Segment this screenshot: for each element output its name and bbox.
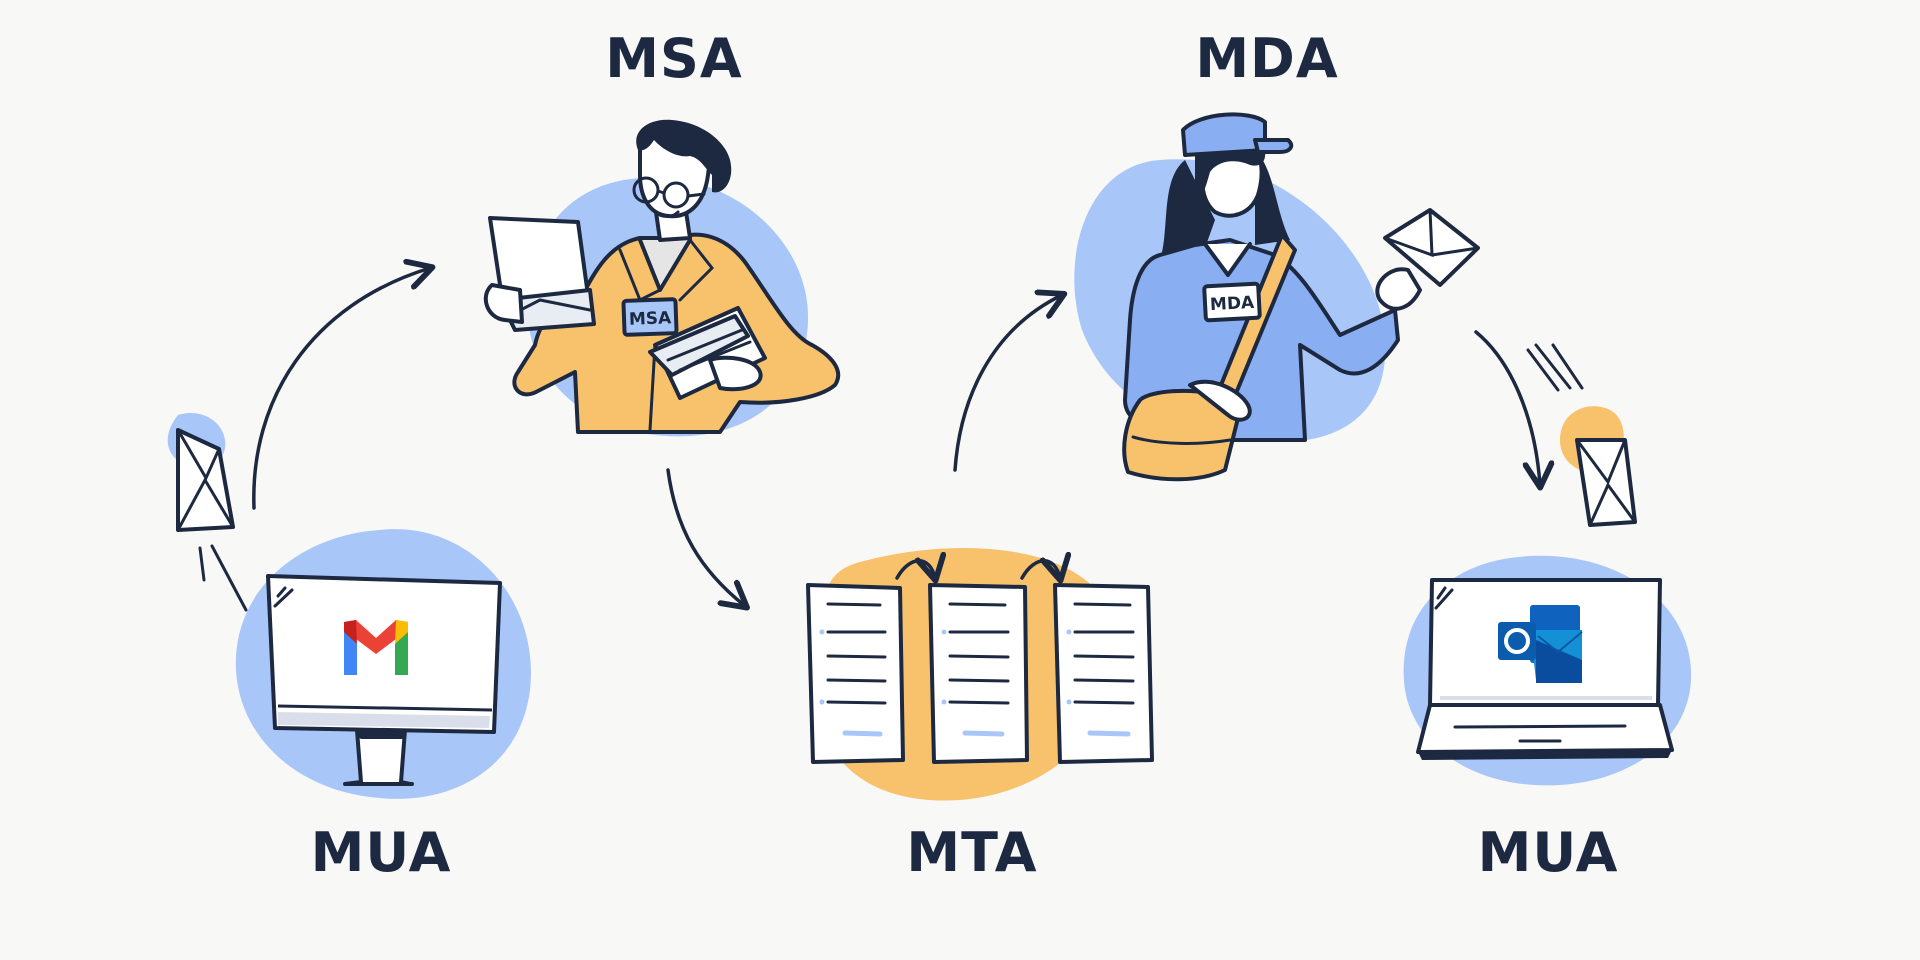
mua-receiver-illustration bbox=[1403, 555, 1692, 786]
desktop-monitor bbox=[266, 574, 502, 734]
outlook-logo-icon bbox=[1498, 605, 1583, 683]
envelope-icon bbox=[1383, 208, 1480, 287]
mda-badge-text: MDA bbox=[1210, 293, 1256, 315]
postal-cap-icon bbox=[1181, 112, 1294, 157]
server-3 bbox=[1053, 583, 1154, 764]
msa-badge: MSA bbox=[621, 297, 679, 337]
mail-bag-icon bbox=[1122, 388, 1242, 482]
mda-badge: MDA bbox=[1202, 281, 1262, 323]
arrow-server-2-to-3 bbox=[1020, 561, 1060, 578]
envelope-icon bbox=[1526, 343, 1637, 527]
mda-label: MDA bbox=[1195, 27, 1339, 90]
envelope-icon bbox=[167, 412, 248, 612]
msa-illustration: MSA bbox=[483, 119, 841, 437]
arrow-mda-to-mua bbox=[1474, 330, 1540, 485]
mua-receiver-label: MUA bbox=[1477, 821, 1619, 884]
mta-illustration bbox=[806, 547, 1154, 801]
msa-label: MSA bbox=[605, 27, 743, 90]
msa-hair bbox=[636, 119, 732, 193]
msa-badge-text: MSA bbox=[629, 308, 673, 329]
server-1 bbox=[806, 583, 905, 764]
server-2 bbox=[928, 583, 1029, 764]
arrow-msa-to-mta bbox=[666, 468, 745, 606]
mta-label: MTA bbox=[906, 821, 1038, 884]
arrow-mua-to-msa bbox=[252, 268, 430, 510]
glasses-icon bbox=[632, 176, 706, 209]
mda-illustration: MDA bbox=[1074, 112, 1480, 482]
arrow-mta-to-mda bbox=[953, 295, 1062, 472]
envelope-bundle-icon bbox=[648, 306, 767, 400]
mua-sender-label: MUA bbox=[310, 821, 452, 884]
arrow-server-1-to-2 bbox=[895, 561, 935, 578]
mua-sender-illustration bbox=[235, 529, 531, 799]
gmail-logo-icon bbox=[344, 620, 408, 675]
